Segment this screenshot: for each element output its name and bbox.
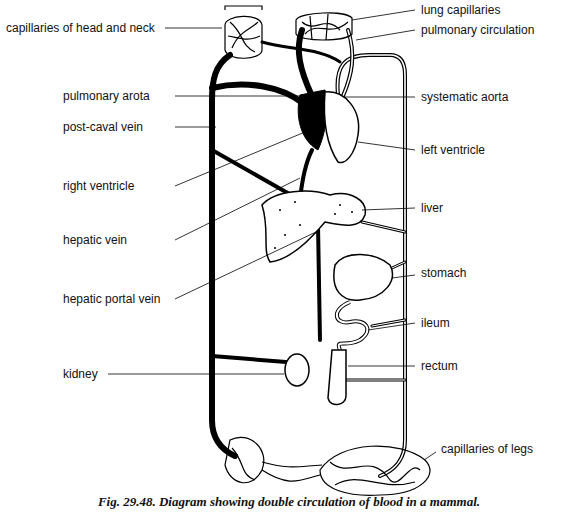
figure-caption: Fig. 29.48. Diagram showing double circu…	[0, 494, 578, 510]
head-capillaries	[225, 6, 262, 58]
leader-line	[348, 366, 415, 367]
part-label: left ventricle	[420, 143, 486, 157]
leader-line	[352, 10, 415, 20]
part-label: rectum	[420, 359, 459, 373]
left-ventricle	[324, 92, 358, 163]
capillary-bed	[225, 437, 264, 482]
leader-line	[368, 323, 415, 330]
part-label: pulmonary circulation	[420, 23, 535, 37]
bracket	[225, 6, 262, 10]
part-label: capillaries of legs	[440, 442, 534, 456]
part-label: right ventricle	[62, 179, 135, 193]
part-label: kidney	[62, 367, 99, 381]
leader-line	[424, 452, 436, 460]
leader-line	[392, 275, 415, 278]
portal-vein	[318, 225, 320, 340]
leader-line	[175, 232, 316, 299]
leader-line	[175, 127, 216, 128]
artery-branches-core	[345, 222, 405, 380]
pulmonary-vein	[343, 30, 352, 96]
lung-capillaries	[296, 13, 352, 40]
leg-capillaries	[225, 437, 430, 495]
liver-dots	[274, 201, 353, 249]
part-label: post-caval vein	[62, 120, 144, 134]
pulmonary-artery	[299, 30, 312, 96]
capillary-mesh	[228, 22, 260, 52]
part-label: ileum	[420, 316, 451, 330]
leader-line	[175, 132, 305, 186]
leader-line	[362, 208, 415, 210]
leader-line	[345, 97, 415, 98]
part-label: hepatic vein	[62, 233, 128, 247]
part-label: lung capillaries	[420, 3, 501, 17]
pulmonary-vein-core	[343, 30, 352, 96]
part-label: stomach	[420, 266, 467, 280]
leader-line	[175, 96, 303, 97]
stomach	[334, 254, 392, 300]
capillary-mesh	[302, 14, 348, 40]
caval-vein	[212, 85, 304, 104]
liver	[262, 191, 365, 262]
renal-vein	[212, 356, 286, 362]
capillary-link	[262, 462, 322, 481]
leader-line	[165, 28, 222, 29]
leader-line	[108, 374, 284, 375]
part-label: pulmonary arota	[62, 89, 151, 103]
capillary-bed	[296, 13, 352, 40]
leader-line	[175, 178, 300, 240]
artery-branches	[345, 222, 405, 380]
rectum	[328, 350, 346, 405]
ileum-core	[337, 302, 368, 350]
part-label: capillaries of head and neck	[5, 21, 156, 35]
capillary-mesh	[232, 448, 420, 485]
leader-line	[358, 142, 415, 150]
part-label: hepatic portal vein	[62, 292, 161, 306]
kidney	[285, 354, 309, 386]
ileum	[337, 302, 368, 350]
right-ventricle	[298, 90, 327, 150]
capillary-bed	[225, 16, 262, 58]
leader-line	[356, 30, 415, 40]
part-label: systematic aorta	[420, 90, 509, 104]
capillary-bed	[320, 446, 430, 495]
part-label: liver	[420, 201, 444, 215]
leader-lines	[108, 10, 436, 460]
vein-trunk	[212, 55, 235, 456]
